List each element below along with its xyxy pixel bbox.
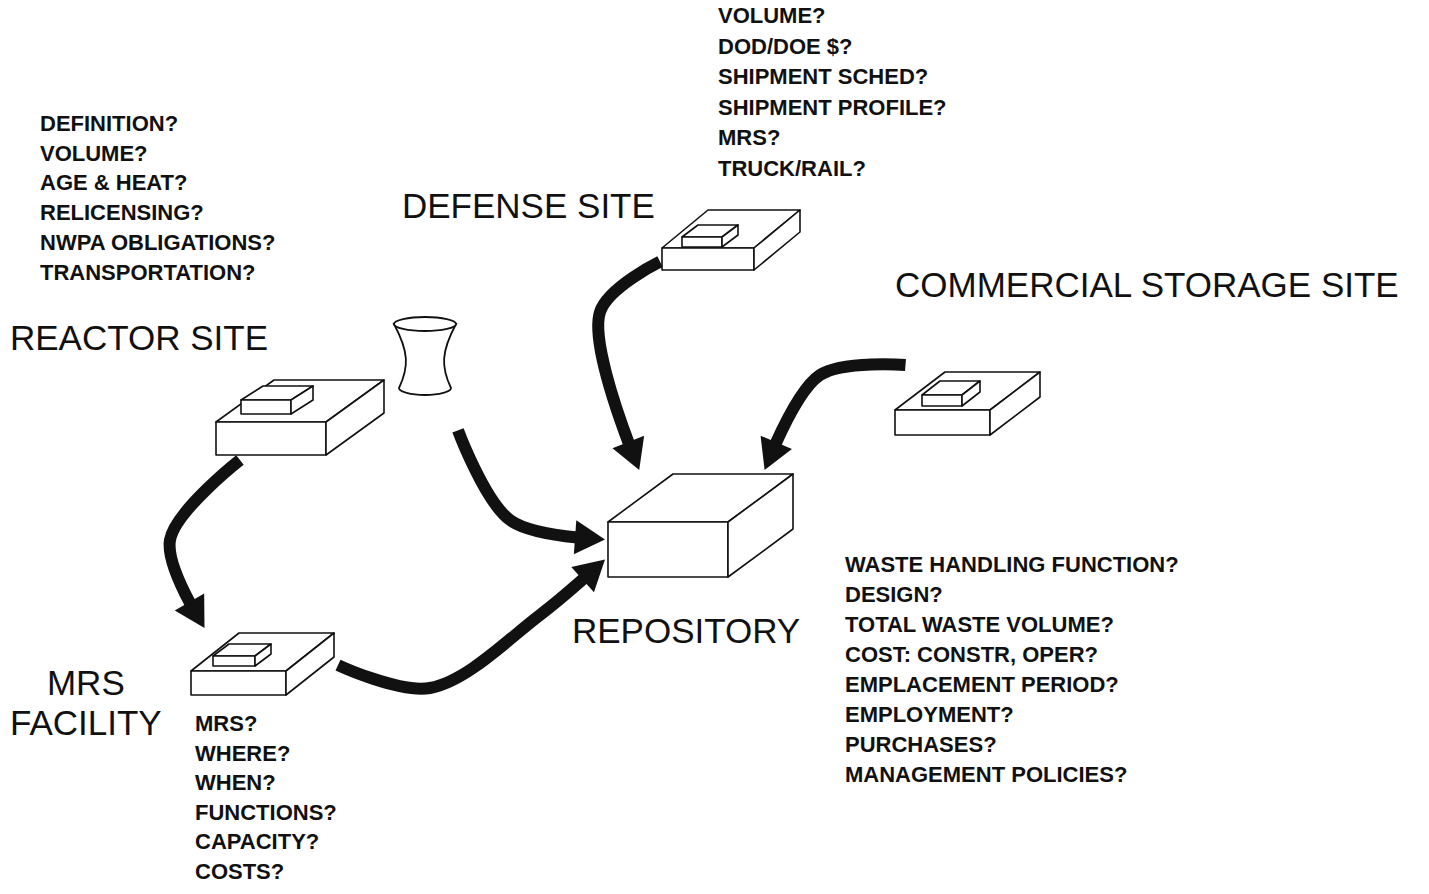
- question-label: TOTAL WASTE VOLUME?: [845, 614, 1114, 636]
- arrow-head: [175, 594, 205, 628]
- flow-arrow: [761, 364, 906, 470]
- question-label: COSTS?: [195, 861, 284, 883]
- facility-icon: [605, 470, 795, 582]
- slab-face: [216, 422, 326, 455]
- question-label: WASTE HANDLING FUNCTION?: [845, 554, 1179, 576]
- question-label: MANAGEMENT POLICIES?: [845, 764, 1127, 786]
- arrow-head: [612, 436, 644, 470]
- question-label: MRS?: [718, 127, 780, 149]
- question-label: WHEN?: [195, 772, 276, 794]
- question-label: TRUCK/RAIL?: [718, 158, 866, 180]
- cooling-tower: [394, 324, 456, 395]
- slab-face: [662, 248, 754, 270]
- slab-face: [990, 372, 1040, 435]
- slab-face: [286, 633, 334, 695]
- question-label: EMPLOYMENT?: [845, 704, 1014, 726]
- question-label: PURCHASES?: [845, 734, 997, 756]
- question-label: AGE & HEAT?: [40, 172, 187, 194]
- arrow-shaft: [598, 262, 660, 470]
- facility-icon: [892, 365, 1042, 437]
- slab-face: [608, 522, 728, 577]
- flow-arrow: [170, 460, 240, 628]
- flow-arrow: [458, 430, 605, 554]
- question-label: FUNCTIONS?: [195, 802, 337, 824]
- slab-face: [722, 225, 738, 247]
- question-label: DESIGN?: [845, 584, 943, 606]
- slab-face: [191, 671, 286, 695]
- question-label: TRANSPORTATION?: [40, 262, 256, 284]
- site-label: COMMERCIAL STORAGE SITE: [895, 267, 1399, 302]
- site-label: DEFENSE SITE: [402, 188, 655, 223]
- question-label: RELICENSING?: [40, 202, 204, 224]
- slab-face: [754, 210, 800, 270]
- arrow-head: [761, 436, 792, 470]
- site-label: MRS FACILITY: [10, 663, 162, 743]
- site-node: COMMERCIAL STORAGE SITE: [892, 365, 1042, 437]
- slab-face: [213, 656, 255, 666]
- arrow-shaft: [170, 460, 240, 628]
- question-label: NWPA OBLIGATIONS?: [40, 232, 275, 254]
- slab-face: [962, 381, 980, 406]
- question-label: DOD/DOE $?: [718, 36, 852, 58]
- flow-arrow: [598, 262, 660, 470]
- question-label: MRS?: [195, 713, 257, 735]
- arrow-head: [574, 520, 605, 554]
- arrow-head: [571, 560, 605, 593]
- question-label: DEFINITION?: [40, 113, 178, 135]
- slab-face: [241, 400, 291, 414]
- question-label: CAPACITY?: [195, 831, 319, 853]
- flow-arrow: [338, 560, 605, 689]
- facility-icon: [660, 205, 802, 275]
- site-node: REPOSITORY: [605, 470, 795, 582]
- facility-icon: [188, 628, 338, 698]
- arrow-shaft: [765, 364, 906, 470]
- slab-face: [326, 380, 384, 455]
- arrow-shaft: [458, 430, 605, 539]
- question-label: VOLUME?: [40, 143, 148, 165]
- slab-face: [728, 474, 793, 577]
- site-node: MRS FACILITY: [188, 628, 338, 698]
- slab-face: [291, 386, 313, 414]
- question-label: SHIPMENT PROFILE?: [718, 97, 947, 119]
- slab-face: [922, 395, 962, 406]
- question-label: EMPLACEMENT PERIOD?: [845, 674, 1119, 696]
- slab-face: [682, 237, 722, 247]
- question-label: WHERE?: [195, 743, 290, 765]
- site-node: DEFENSE SITE: [660, 205, 802, 275]
- question-label: SHIPMENT SCHED?: [718, 66, 928, 88]
- cooling-tower-rim: [394, 317, 456, 331]
- arrow-shaft: [338, 560, 605, 689]
- slab-face: [895, 410, 990, 435]
- site-node: REACTOR SITE: [213, 312, 458, 460]
- slab-face: [255, 644, 271, 666]
- question-label: VOLUME?: [718, 5, 826, 27]
- question-label: COST: CONSTR, OPER?: [845, 644, 1098, 666]
- site-label: REPOSITORY: [572, 613, 800, 648]
- site-label: REACTOR SITE: [10, 320, 268, 355]
